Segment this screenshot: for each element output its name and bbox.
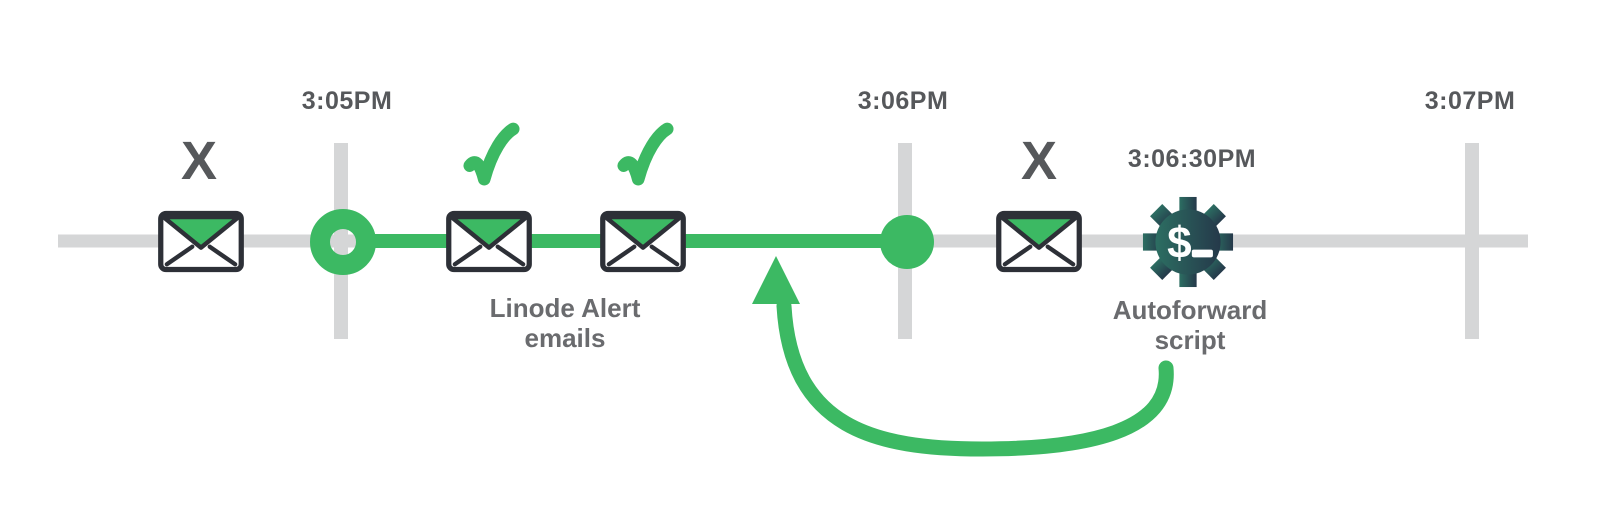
x-mark: X [180,131,218,191]
time-label-305pm: 3:05PM [301,87,393,115]
loop-arrowhead-icon [752,256,800,304]
dollar-glyph: $ [1167,218,1192,267]
caption-line: emails [524,323,606,353]
checkmark-icon [462,122,520,190]
time-label-307pm: 3:07PM [1424,87,1516,115]
end-dot-marker [880,215,934,269]
time-label-30630pm: 3:06:30PM [1127,145,1257,173]
loop-arrow [776,298,1174,457]
start-ring-marker [310,209,376,275]
envelope-icon [157,210,245,273]
autoforward-script-caption: Autoforward script [1113,295,1268,355]
envelope-icon [995,210,1083,273]
envelope-icon [599,210,687,273]
caption-line: script [1154,325,1226,355]
caption-line: Autoforward [1112,295,1268,325]
linode-alert-emails-caption: Linode Alert emails [490,293,641,353]
caption-line: Linode Alert [489,293,641,323]
underscore-glyph [1191,249,1213,258]
envelope-icon [445,210,533,273]
checkmark-icon [616,122,674,190]
x-mark: X [1020,131,1058,191]
dollar-gear-icon: $ [1142,196,1234,288]
time-label-306pm: 3:06PM [857,87,949,115]
gear-body [1142,196,1234,288]
